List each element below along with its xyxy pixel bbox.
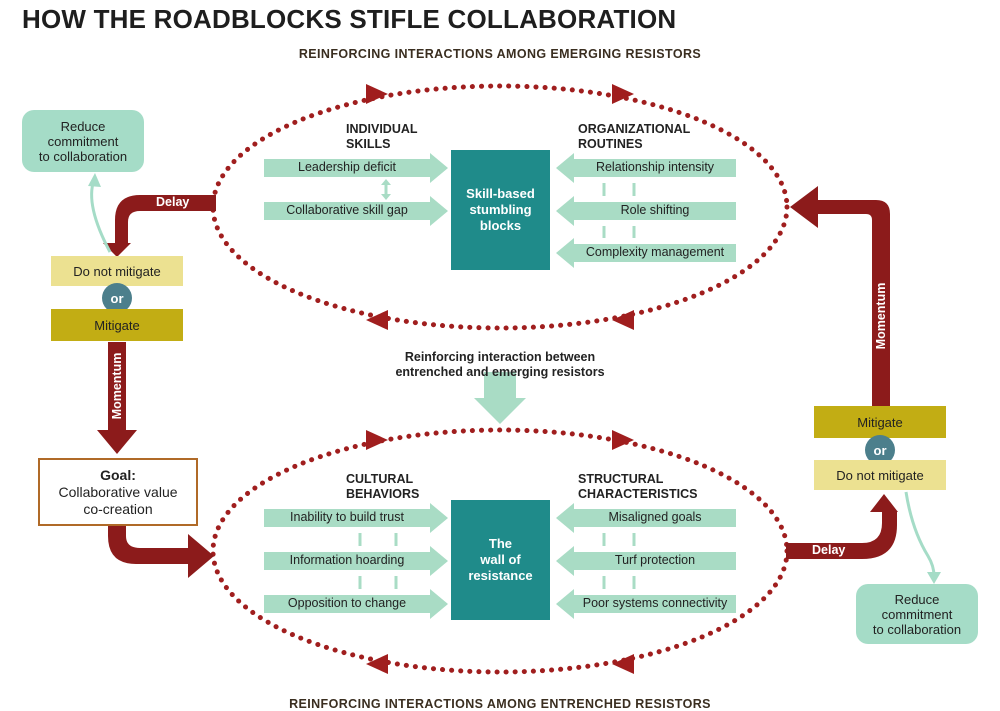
poor-systems-connectivity-label: Poor systems connectivity — [582, 596, 728, 610]
cultural-behaviors-header: CULTURAL BEHAVIORS — [346, 472, 420, 501]
left-reduce-curve — [90, 179, 112, 253]
central-down-arrow — [474, 372, 526, 424]
individual-skills-header: INDIVIDUAL SKILLS — [346, 122, 418, 151]
left-delay-arrow — [103, 195, 216, 257]
leadership-deficit-label: Leadership deficit — [298, 160, 396, 174]
pale-arrow — [264, 589, 448, 619]
complexity-management-label: Complexity management — [585, 245, 725, 259]
left-momentum-arrow — [97, 342, 137, 454]
organizational-routines-header: ORGANIZATIONAL ROUTINES — [578, 122, 691, 151]
pale-arrow — [264, 503, 448, 533]
wall-of-resistance-box: The wall of resistance — [451, 500, 550, 620]
pale-arrow — [264, 546, 448, 576]
goal-to-loop-arrow — [108, 524, 214, 578]
pale-arrow — [264, 153, 448, 183]
collaborative-skill-gap-label: Collaborative skill gap — [286, 203, 408, 217]
pale-arrow — [556, 503, 736, 533]
relationship-intensity-label: Relationship intensity — [595, 160, 715, 174]
top-loop-caption: REINFORCING INTERACTIONS AMONG EMERGING … — [298, 47, 702, 61]
right-momentum-arrow — [790, 186, 890, 406]
pale-arrow — [556, 546, 736, 576]
loop-arrowhead — [366, 430, 388, 450]
loop-arrowhead — [612, 310, 634, 330]
right-delay-label: Delay — [812, 543, 846, 557]
right-mitigate-box: Mitigate — [814, 406, 946, 438]
page-title: HOW THE ROADBLOCKS STIFLE COLLABORATION — [22, 4, 677, 34]
right-do-not-mitigate-box: Do not mitigate — [814, 460, 946, 490]
pale-arrow — [556, 153, 736, 183]
left-delay-label: Delay — [156, 195, 190, 209]
pale-arrow — [556, 589, 736, 619]
right-delay-arrow — [786, 494, 898, 559]
loop-arrowhead — [366, 84, 388, 104]
loop-arrowhead — [612, 84, 634, 104]
loop-arrowhead — [366, 654, 388, 674]
right-reduce-head — [927, 572, 941, 584]
inability-to-build-trust-label: Inability to build trust — [290, 510, 404, 524]
opposition-to-change-label: Opposition to change — [287, 596, 407, 610]
reinforcing-interaction-label: Reinforcing interaction between entrench… — [395, 350, 605, 379]
right-reduce-commitment-bubble: Reduce commitment to collaboration — [856, 584, 978, 644]
skill-based-stumbling-blocks-box: Skill-based stumbling blocks — [451, 150, 550, 270]
right-reduce-curve — [904, 491, 936, 577]
left-or-circle: or — [102, 283, 132, 313]
left-reduce-head — [88, 173, 101, 187]
loop-arrowheads — [366, 84, 634, 674]
pale-arrow — [556, 196, 736, 226]
left-do-not-mitigate-box: Do not mitigate — [51, 256, 183, 286]
misaligned-goals-label: Misaligned goals — [608, 510, 702, 524]
role-shifting-label: Role shifting — [620, 203, 690, 217]
left-reduce-commitment-bubble: Reduce commitment to collaboration — [22, 110, 144, 172]
loop-arrowhead — [612, 654, 634, 674]
pale-arrow — [556, 238, 736, 268]
turf-protection-label: Turf protection — [614, 553, 696, 567]
loop-arrowhead — [612, 430, 634, 450]
pale-arrow — [264, 196, 448, 226]
top-loop — [210, 83, 790, 331]
right-momentum-label: Momentum — [874, 282, 888, 350]
structural-characteristics-header: STRUCTURAL CHARACTERISTICS — [578, 472, 698, 501]
left-mitigate-box: Mitigate — [51, 309, 183, 341]
information-hoarding-label: Information hoarding — [289, 553, 405, 567]
goal-box: Goal: Collaborative value co-creation — [38, 458, 198, 526]
left-momentum-label: Momentum — [110, 352, 124, 420]
loop-arrowhead — [366, 310, 388, 330]
bottom-loop-caption: REINFORCING INTERACTIONS AMONG ENTRENCHE… — [289, 697, 711, 711]
